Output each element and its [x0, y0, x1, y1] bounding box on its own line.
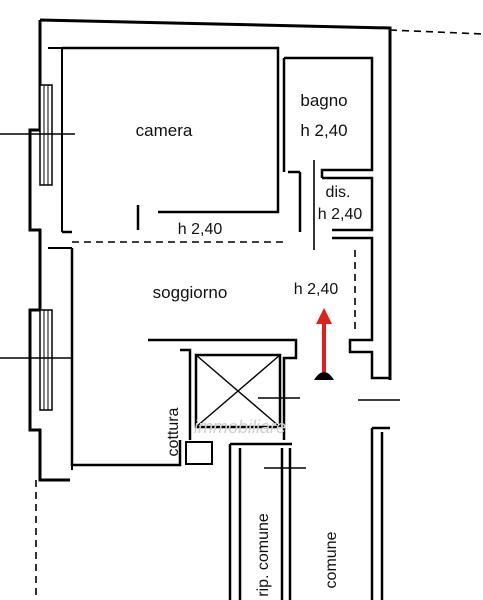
common-walls	[228, 442, 292, 600]
cottura-label: cottura	[165, 407, 182, 456]
outer-wall-inner	[48, 47, 73, 470]
window-left-lower	[39, 309, 53, 411]
dis-height-label: h 2,40	[318, 206, 363, 223]
property-boundary-top-right	[389, 29, 483, 35]
corridor-height-label: h 2,40	[178, 221, 223, 238]
bagno-walls	[282, 56, 374, 232]
soggiorno-height-label: h 2,40	[294, 281, 339, 298]
soggiorno-label: soggiorno	[153, 283, 228, 302]
bagno-height-label: h 2,40	[300, 121, 347, 140]
elevator-shaft	[194, 353, 300, 429]
duct-box	[185, 441, 213, 465]
camera-walls	[62, 46, 280, 234]
soggiorno-walls	[70, 248, 298, 467]
entry-arrow-icon	[314, 308, 334, 380]
watermark: immobiliare	[194, 417, 286, 437]
dis-label: dis.	[326, 184, 351, 201]
comune-walls	[370, 426, 390, 600]
rip-comune-label: rip. comune	[255, 513, 272, 597]
bagno-label: bagno	[300, 91, 347, 110]
window-left-upper	[39, 84, 53, 186]
camera-label: camera	[136, 121, 193, 140]
comune-label: comune	[323, 531, 340, 588]
dis-walls	[322, 176, 390, 380]
